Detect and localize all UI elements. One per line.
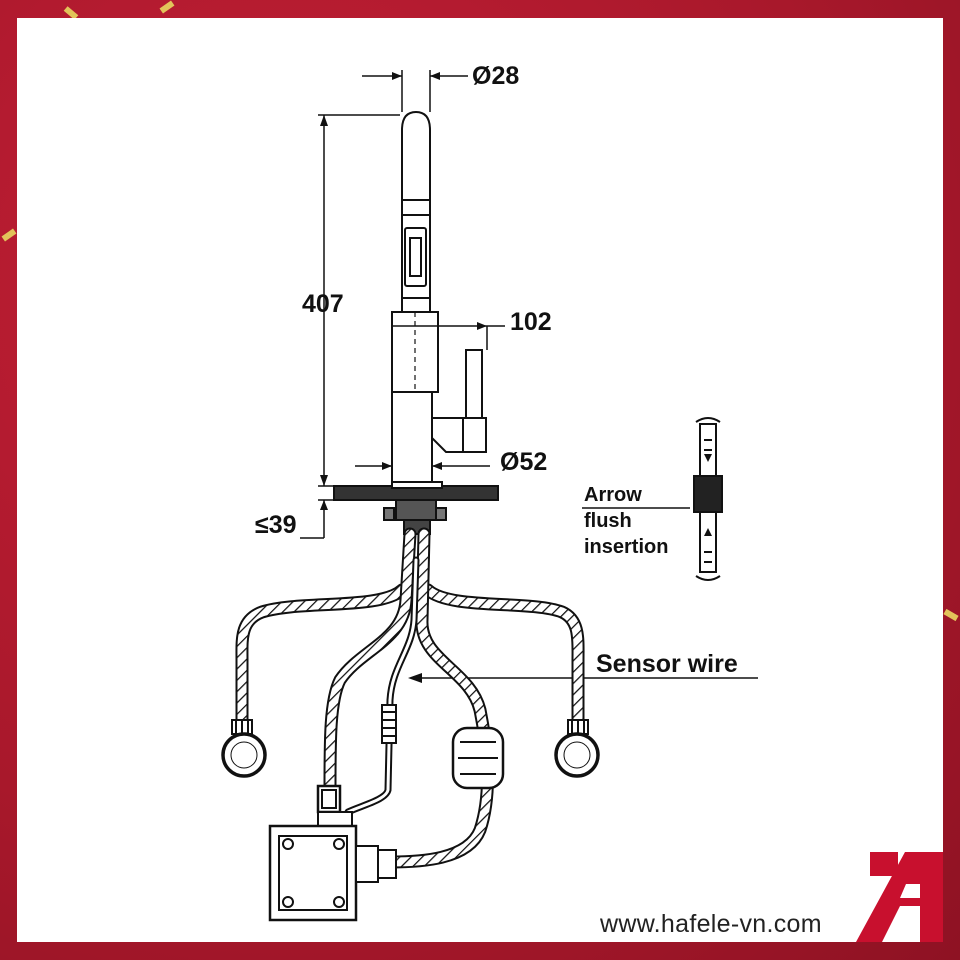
dimension-lines [300,70,758,683]
note-arrow-line2: flush [584,510,632,532]
faucet-body [333,110,499,535]
hose-fittings [221,704,600,922]
dimension-base-diameter: Ø52 [500,448,547,476]
note-arrow-line3: insertion [584,536,668,558]
dimension-reach: 102 [510,308,552,336]
flush-insertion-detail [693,417,723,581]
hafele-logo [856,852,943,942]
dimension-spout-diameter: Ø28 [472,62,519,90]
dimension-total-height: 407 [302,290,344,318]
dimension-deck-thickness: ≤39 [255,511,297,539]
sensor-wire-label: Sensor wire [596,650,738,678]
note-arrow-line1: Arrow [584,484,642,506]
website-url[interactable]: www.hafele-vn.com [600,910,822,938]
supply-hoses [235,527,585,869]
